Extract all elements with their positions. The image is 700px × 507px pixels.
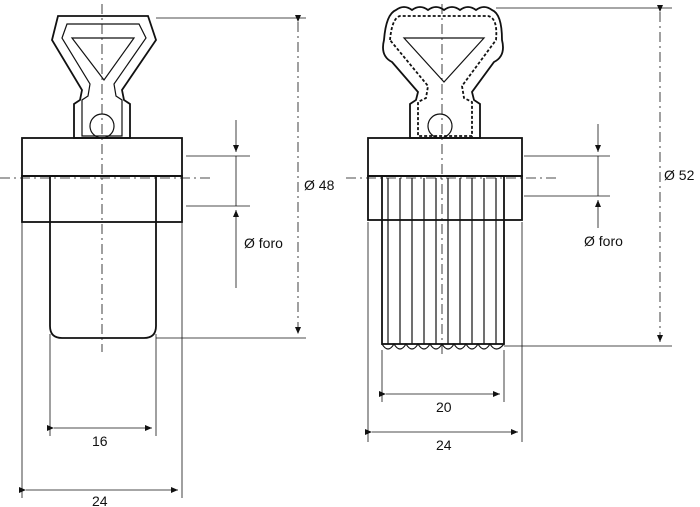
right-flange-lower: [367, 175, 523, 221]
right-insert-width-dimension: 20: [379, 350, 505, 415]
right-flange: [367, 137, 523, 177]
right-hole-label: Ø foro: [584, 233, 623, 249]
left-diameter-dimension: Ø 48: [156, 15, 335, 339]
left-diameter-label: Ø 48: [304, 177, 335, 193]
left-insert-width-label: 16: [92, 433, 108, 449]
right-hole-dimension: Ø foro: [524, 124, 623, 249]
right-part: Ø 52 Ø foro 20 24: [346, 4, 695, 453]
right-diameter-label: Ø 52: [664, 167, 695, 183]
right-ribbed-insert: [381, 175, 505, 350]
left-hole-label: Ø foro: [244, 235, 283, 251]
right-ball: [427, 113, 453, 139]
right-diameter-dimension: Ø 52: [496, 5, 695, 347]
left-hole-dimension: Ø foro: [186, 120, 283, 288]
left-part: Ø 48 Ø foro 16 24: [0, 4, 335, 507]
left-grip: [51, 15, 157, 139]
right-body-width-dimension: 24: [365, 222, 523, 453]
left-insert: [49, 175, 157, 339]
left-insert-width-dimension: 16: [47, 334, 157, 449]
left-body-width-dimension: 24: [19, 222, 183, 507]
right-grip: [382, 6, 504, 139]
right-insert-width-label: 20: [436, 399, 452, 415]
right-body-width-label: 24: [436, 437, 452, 453]
left-body-width-label: 24: [92, 493, 108, 507]
